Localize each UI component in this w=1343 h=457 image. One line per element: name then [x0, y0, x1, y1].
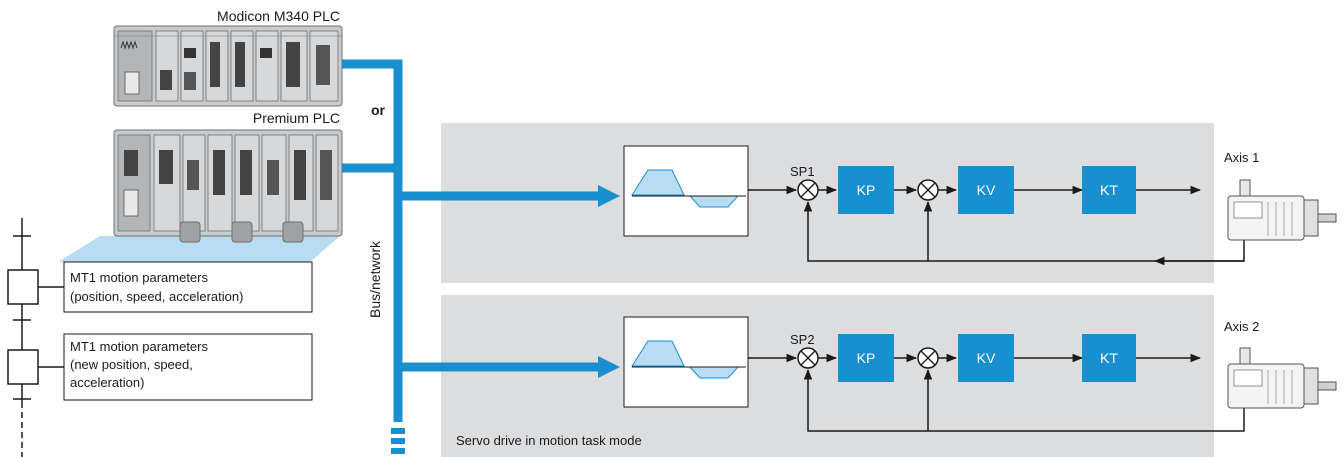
setpoint-label-1: SP1 [790, 164, 815, 179]
kv-label: KV [977, 350, 996, 366]
step-action-box-1 [63, 261, 313, 313]
step-action-box-2 [63, 333, 313, 401]
grafcet-step-1 [7, 269, 39, 305]
or-label: or [371, 102, 386, 118]
step-action-text-2: MT1 motion parameters (new position, spe… [70, 339, 212, 390]
grafcet-chart [7, 218, 64, 457]
servo-motor-2 [1227, 347, 1337, 409]
kt-block [1082, 334, 1136, 382]
axis-label-2: Axis 2 [1224, 319, 1259, 334]
bus-label: Bus/network [367, 240, 383, 318]
step-action-text-1: MT1 motion parameters (position, speed, … [70, 270, 243, 304]
setpoint-label-2: SP2 [790, 332, 815, 347]
axis-loop-1: SP1 KP KV KT Axis 1 [623, 145, 1259, 266]
kt-label: KT [1100, 350, 1118, 366]
projection-wedge [58, 236, 340, 262]
premium-plc-image [113, 129, 343, 243]
kp-block [838, 334, 894, 382]
kp-block [838, 166, 894, 214]
axis-label-1: Axis 1 [1224, 150, 1259, 165]
kp-label: KP [857, 182, 876, 198]
grafcet-step-2 [7, 349, 39, 385]
kp-label: KP [857, 350, 876, 366]
m340-plc-image [113, 25, 343, 107]
bus-network [342, 59, 620, 454]
kv-block [958, 334, 1014, 382]
kt-block [1082, 166, 1136, 214]
axis-loop-2: SP2 KP KV KT Axis 2 [623, 316, 1259, 432]
kv-block [958, 166, 1014, 214]
panel-caption: Servo drive in motion task mode [456, 433, 642, 448]
kt-label: KT [1100, 182, 1118, 198]
servo-motor-1 [1227, 179, 1337, 241]
kv-label: KV [977, 182, 996, 198]
m340-label: Modicon M340 PLC [217, 8, 340, 24]
premium-label: Premium PLC [253, 110, 340, 126]
